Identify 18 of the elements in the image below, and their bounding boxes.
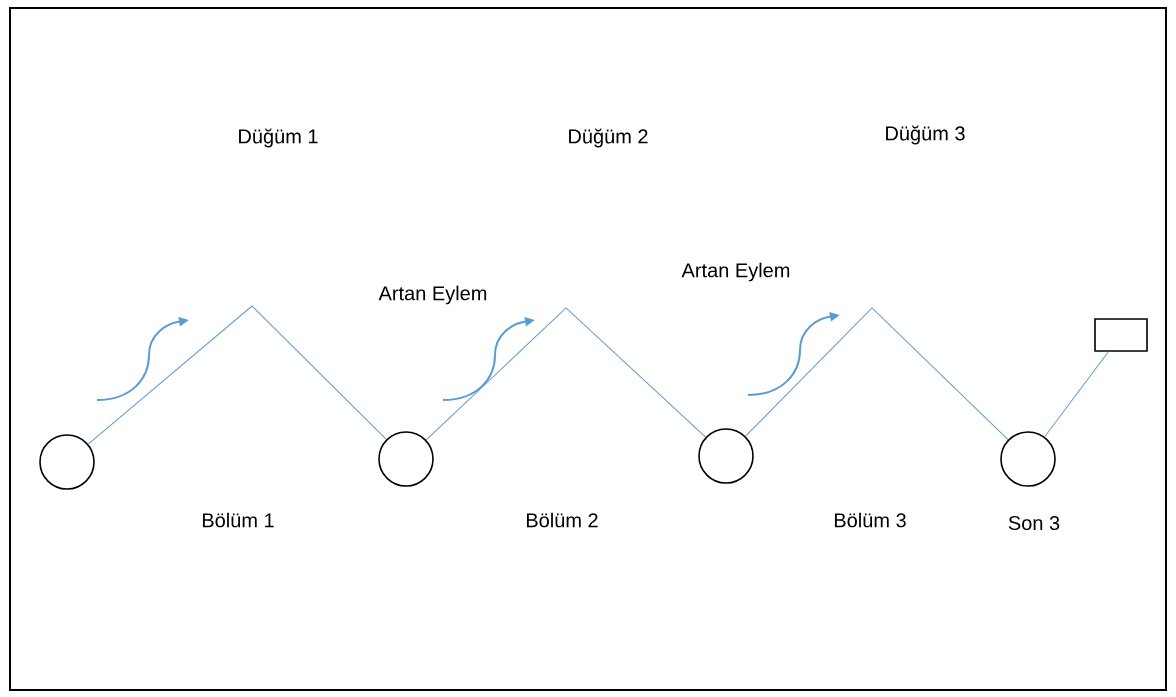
text-label: Artan Eylem <box>681 262 790 282</box>
rectangle <box>1094 318 1148 352</box>
text-label: Düğüm 2 <box>569 128 648 148</box>
connector-line <box>87 305 387 445</box>
text-label: Bölüm 2 <box>526 512 598 528</box>
circle <box>378 431 434 487</box>
connector-line <box>1044 351 1109 438</box>
node-caption: Son 3 <box>1008 515 1060 531</box>
circle <box>698 428 754 484</box>
text-label: Bölüm 3 <box>834 512 906 528</box>
text-label: Artan Eylem <box>378 285 487 305</box>
text-label: Düğüm 3 <box>886 125 965 145</box>
connector-line <box>425 307 707 441</box>
circle <box>1000 431 1056 487</box>
text-label: Düğüm 1 <box>239 128 318 148</box>
text-label: Bölüm 1 <box>202 512 274 528</box>
circle <box>39 434 95 490</box>
connector-line <box>745 307 1009 441</box>
